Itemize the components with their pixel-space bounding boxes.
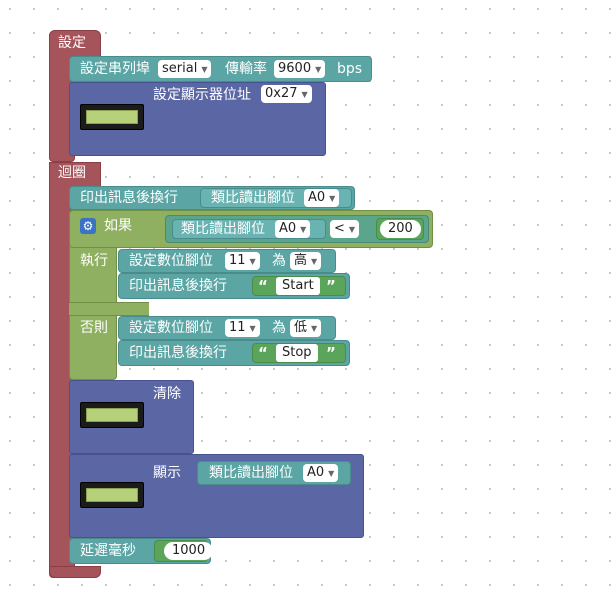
lcd-address-label: 設定顯示器位址 — [153, 87, 251, 103]
chevron-down-icon: ▼ — [311, 257, 318, 266]
digital-write-label: 設定數位腳位 — [129, 320, 213, 336]
chevron-down-icon: ▼ — [300, 225, 307, 234]
chevron-down-icon: ▼ — [348, 225, 356, 234]
lcd-address-dropdown[interactable]: 0x27▼ — [261, 85, 312, 103]
digital-write-label: 設定數位腳位 — [129, 253, 213, 269]
print-line-label: 印出訊息後換行 — [80, 190, 178, 206]
delay-value[interactable]: 1000 — [164, 542, 214, 560]
condition-analog-label: 類比讀出腳位 — [181, 221, 265, 237]
rate-dropdown[interactable]: 9600▼ — [274, 60, 326, 78]
open-quote-icon: “ — [258, 277, 268, 295]
serial-label: 設定串列埠 — [80, 61, 150, 77]
close-quote-icon: ” — [326, 277, 336, 295]
display-pin-dropdown[interactable]: A0▼ — [303, 464, 339, 482]
open-quote-icon: “ — [258, 344, 268, 362]
to-label: 為 — [272, 253, 286, 269]
lcd-icon — [80, 104, 144, 130]
display-analog-label: 類比讀出腳位 — [209, 465, 293, 481]
then-label: 執行 — [80, 253, 108, 269]
loop-label: 迴圈 — [58, 165, 86, 181]
display-label: 顯示 — [153, 465, 181, 481]
start-text[interactable]: Start — [276, 277, 320, 295]
rate-unit: bps — [337, 61, 363, 77]
level-high-dropdown[interactable]: 高▼ — [290, 252, 322, 270]
chevron-down-icon: ▼ — [301, 90, 308, 99]
clear-label: 清除 — [153, 386, 181, 402]
chevron-down-icon: ▼ — [315, 65, 322, 74]
rate-label: 傳輸率 — [225, 61, 267, 77]
level-low-dropdown[interactable]: 低▼ — [290, 319, 322, 337]
chevron-down-icon: ▼ — [249, 324, 256, 333]
chevron-down-icon: ▼ — [329, 194, 336, 203]
lcd-icon — [80, 482, 144, 508]
analog-pin-dropdown[interactable]: A0▼ — [304, 189, 340, 207]
lcd-icon — [80, 402, 144, 428]
delay-label: 延遲毫秒 — [80, 543, 136, 559]
if-label: 如果 — [104, 218, 132, 234]
close-quote-icon: ” — [326, 344, 336, 362]
gear-icon[interactable]: ⚙ — [80, 218, 96, 234]
analog-read-label: 類比讀出腳位 — [211, 190, 295, 206]
condition-pin-dropdown[interactable]: A0▼ — [275, 220, 311, 238]
chevron-down-icon: ▼ — [201, 65, 208, 74]
operator-dropdown[interactable]: <▼ — [330, 220, 360, 238]
digital-pin-dropdown[interactable]: 11▼ — [225, 319, 260, 337]
chevron-down-icon: ▼ — [328, 469, 335, 478]
condition-value[interactable]: 200 — [380, 220, 421, 238]
print-stop-label: 印出訊息後換行 — [129, 345, 227, 361]
to-label: 為 — [272, 320, 286, 336]
stop-text[interactable]: Stop — [276, 344, 318, 362]
digital-pin-dropdown[interactable]: 11▼ — [225, 252, 260, 270]
serial-port-dropdown[interactable]: serial▼ — [158, 60, 212, 78]
print-start-label: 印出訊息後換行 — [129, 278, 227, 294]
chevron-down-icon: ▼ — [311, 324, 318, 333]
setup-label: 設定 — [58, 35, 86, 51]
chevron-down-icon: ▼ — [249, 257, 256, 266]
else-label: 否則 — [80, 320, 108, 336]
